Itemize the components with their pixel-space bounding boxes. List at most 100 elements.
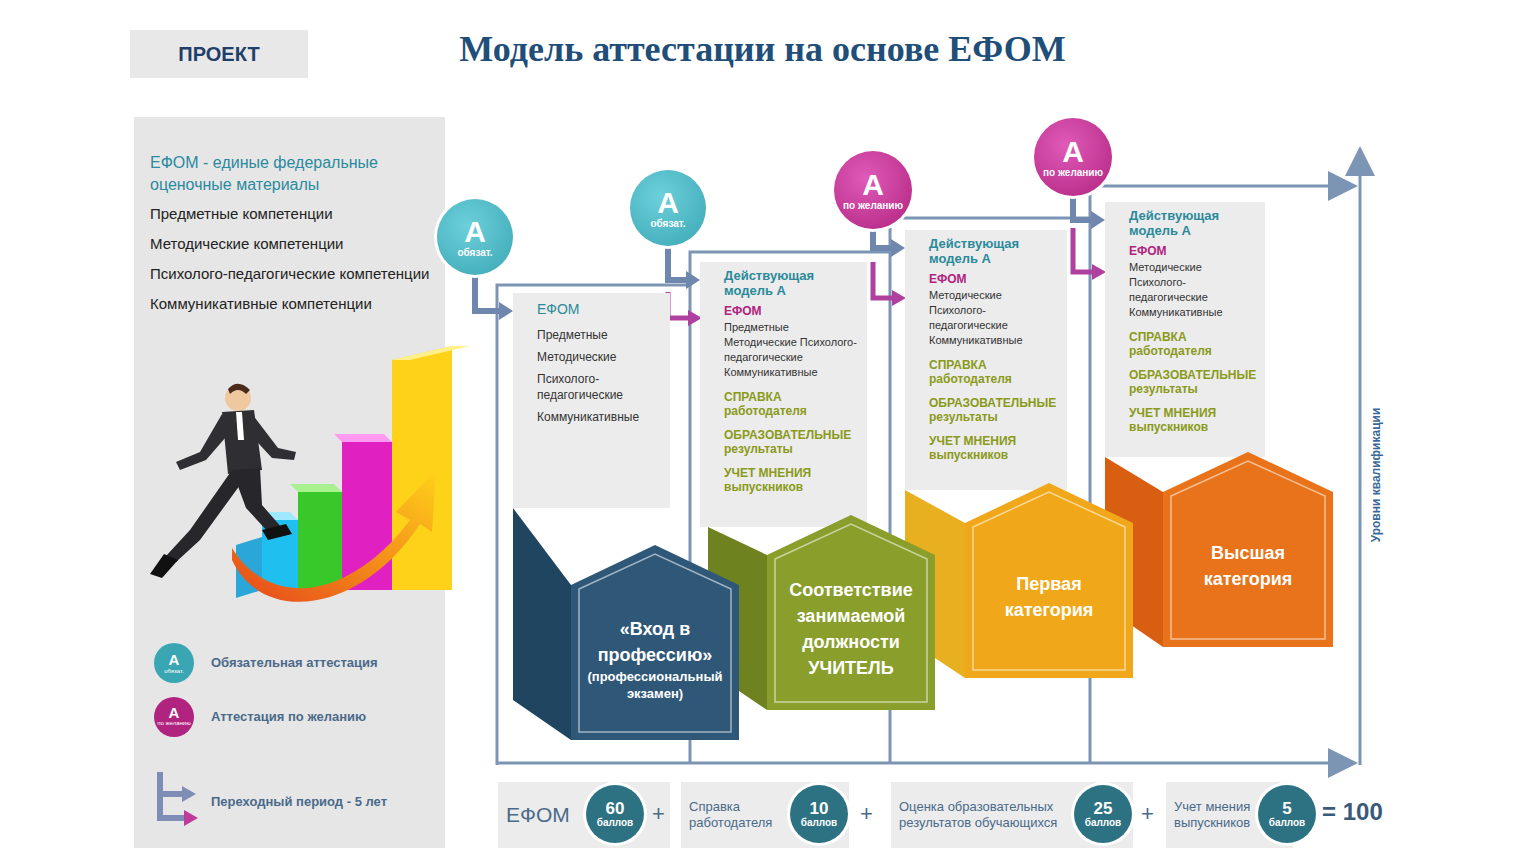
attestation-kind: по желанию	[1041, 167, 1105, 178]
points-value: 25	[1094, 800, 1113, 817]
attestation-circle: Аобязат.	[437, 199, 513, 275]
house-label: Соответствие занимаемой должности УЧИТЕЛ…	[779, 577, 923, 681]
legend-text: Аттестация по желанию	[211, 709, 366, 724]
points-circle: 10баллов	[790, 785, 848, 843]
category-house: Высшая категория	[1163, 452, 1333, 647]
criteria-item: Действующая модель А	[1129, 208, 1257, 238]
criteria-item: СПРАВКА работодателя	[1129, 330, 1257, 358]
category-house: Соответствие занимаемой должности УЧИТЕЛ…	[767, 515, 935, 710]
growth-illustration	[150, 346, 470, 602]
criteria-item: Предметные	[537, 327, 662, 343]
house-label-area: Первая категория	[977, 527, 1121, 666]
competence-item: Предметные компетенции	[150, 204, 435, 224]
criteria-item: ЕФОМ	[929, 272, 1059, 286]
formula-operator: +	[652, 801, 665, 827]
house-label-area: Соответствие занимаемой должности УЧИТЕЛ…	[779, 559, 923, 698]
efom-definition: ЕФОМ - единые федеральные оценочные мате…	[150, 152, 435, 196]
criteria-item: СПРАВКА работодателя	[929, 358, 1059, 386]
swatch-text: обязат.	[164, 668, 184, 674]
attestation-arrow	[475, 275, 513, 320]
formula-operator: = 100	[1322, 798, 1383, 826]
criteria-item: Предметные Методические Психолого-педаго…	[724, 320, 859, 380]
points-circle: 5баллов	[1258, 785, 1316, 843]
diagram-title: Модель аттестации на основе ЕФОМ	[380, 28, 1145, 70]
attestation-letter: А	[1062, 137, 1084, 167]
criteria-item: ЕФОМ	[1129, 244, 1257, 258]
formula-box: Оценка образовательных результатов обуча…	[891, 782, 1133, 848]
swatch-text: А	[169, 704, 180, 721]
criteria-item: Действующая модель А	[724, 268, 859, 298]
points-value: 5	[1282, 800, 1291, 817]
formula-box: Учет мнения выпускников5баллов	[1166, 782, 1293, 848]
criteria-item: Методические Психолого-педагогические Ко…	[1129, 260, 1257, 320]
competence-item: Коммуникативные компетенции	[150, 294, 435, 314]
competence-item: Психолого-педагогические компетенции	[150, 264, 435, 284]
attestation-kind: по желанию	[841, 200, 905, 211]
points-unit: баллов	[1265, 817, 1309, 828]
points-circle: 60баллов	[586, 785, 644, 843]
criteria-item: Методические	[537, 349, 662, 365]
formula-operator: +	[860, 801, 873, 827]
points-value: 60	[606, 800, 625, 817]
points-circle: 25баллов	[1074, 785, 1132, 843]
house-shape	[571, 545, 739, 740]
points-unit: баллов	[593, 817, 637, 828]
criteria-item: ЕФОМ	[537, 301, 662, 317]
project-tag: ПРОЕКТ	[130, 30, 308, 78]
attestation-arrow	[1073, 196, 1105, 229]
house-label: «Вход в профессию»	[583, 616, 727, 668]
legend-text: Переходный период - 5 лет	[211, 794, 387, 809]
attestation-letter: А	[862, 170, 884, 200]
criteria-item: ОБРАЗОВАТЕЛЬНЫЕ результаты	[1129, 368, 1257, 396]
attestation-arrow	[873, 229, 905, 257]
attestation-letter: А	[657, 188, 679, 218]
criteria-item: УЧЕТ МНЕНИЯ выпускников	[1129, 406, 1257, 434]
criteria-item: Методические Психолого-педагогические Ко…	[929, 288, 1059, 348]
criteria-item: Психолого-педагогические	[537, 371, 662, 403]
criteria-column: Действующая модель А ЕФОМ Предметные Метод…	[700, 262, 867, 527]
criteria-column: Действующая модель А ЕФОМ Методические Пси…	[1105, 202, 1265, 457]
attestation-circle: Аобязат.	[630, 170, 706, 246]
attestation-circle: Апо желанию	[834, 151, 912, 229]
formula-operator: +	[1141, 801, 1154, 827]
competence-item: Методические компетенции	[150, 234, 435, 254]
swatch-text: по желанию	[157, 720, 190, 726]
category-house: Первая категория	[965, 483, 1133, 678]
points-value: 10	[810, 800, 829, 817]
project-label: ПРОЕКТ	[178, 43, 259, 66]
criteria-column: ЕФОМ ПредметныеМетодическиеПсихолого-педа…	[513, 293, 670, 508]
house-label-area: «Вход в профессию»(профессиональный экза…	[583, 589, 727, 728]
category-house: «Вход в профессию»(профессиональный экза…	[571, 545, 739, 740]
criteria-column: Действующая модель А ЕФОМ Методические Пси…	[905, 230, 1067, 490]
attestation-letter: А	[464, 217, 486, 247]
axis-label: Уровни квалификации	[1369, 408, 1383, 543]
qualification-axes	[497, 152, 1360, 765]
attestation-circle: Апо желанию	[1034, 118, 1112, 196]
criteria-item: ОБРАЗОВАТЕЛЬНЫЕ результаты	[724, 428, 859, 456]
swatch-text: А	[169, 651, 180, 668]
formula-term: ЕФОМ	[506, 803, 570, 827]
criteria-item: Коммуникативные	[537, 409, 662, 425]
definition-panel: ЕФОМ - единые федеральные оценочные мате…	[150, 152, 435, 352]
formula-term: Учет мнения выпускников	[1174, 799, 1250, 831]
house-label-area: Высшая категория	[1175, 496, 1321, 635]
criteria-item: Действующая модель А	[929, 236, 1059, 266]
attestation-kind: обязат.	[444, 247, 506, 258]
house-label: Первая категория	[977, 571, 1121, 623]
criteria-item: УЧЕТ МНЕНИЯ выпускников	[929, 434, 1059, 462]
points-unit: баллов	[797, 817, 841, 828]
criteria-item: СПРАВКА работодателя	[724, 390, 859, 418]
formula-term: Справка работодателя	[689, 799, 783, 831]
criteria-item: ОБРАЗОВАТЕЛЬНЫЕ результаты	[929, 396, 1059, 424]
transition-legend-symbol	[160, 772, 198, 826]
formula-term: Оценка образовательных результатов обуча…	[899, 799, 1067, 831]
criteria-item: УЧЕТ МНЕНИЯ выпускников	[724, 466, 859, 494]
formula-box: Справка работодателя10баллов	[681, 782, 849, 848]
criteria-item: ЕФОМ	[724, 304, 859, 318]
legend-text: Обязательная аттестация	[211, 655, 378, 670]
points-unit: баллов	[1081, 817, 1125, 828]
house-label: Высшая категория	[1175, 540, 1321, 592]
attestation-arrow	[668, 246, 700, 289]
formula-box: ЕФОМ 60баллов	[498, 782, 670, 848]
